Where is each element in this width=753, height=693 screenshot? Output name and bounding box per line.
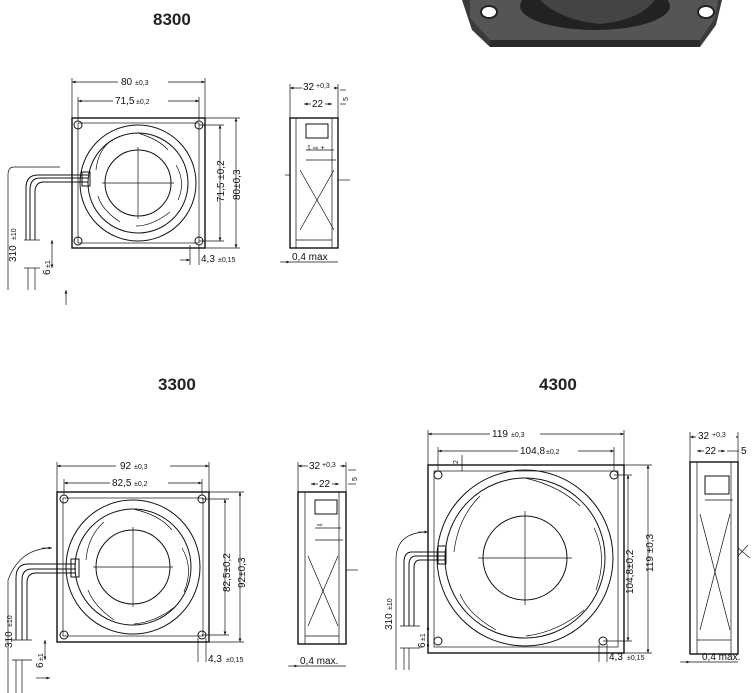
front-view-8300 [7,117,206,290]
dim-8300-vframe: 80±0,3 [232,169,243,200]
dim-3300-frame: 92 [120,461,132,472]
dim-3300-strip: 6 [35,662,46,668]
dim-3300-hub: 22 [319,479,331,490]
dim-4300-holedia: 4,3 [609,652,623,663]
title-3300: 3300 [158,375,196,394]
dim-8300-frame: 80 [121,77,133,88]
dim-8300-lead: 310 [8,245,19,262]
dims-4300: 119 ±0,3 104,8 ±0,2 2 104,8±0,2 119 ±0,3… [384,428,656,663]
dim-4300-vframe: 119 ±0,3 [645,533,656,572]
svg-text:+0,3: +0,3 [322,462,336,469]
dim-4300-vhole: 104,8±0,2 [625,549,636,594]
dim-8300-strip: 6 [42,269,53,275]
dim-4300-hub: 22 [705,446,717,457]
dim-3300-holedia: 4,3 [208,654,222,665]
dim-4300-corner: 2 [453,460,460,464]
dims-3300: 92 ±0,3 82,5 ±0,2 82,5±0,2 92±0,3 4,3 ±0… [4,460,248,680]
svg-text:±0,15: ±0,15 [218,257,236,264]
svg-text:±0,2: ±0,2 [546,449,560,456]
dim-8300-holedia: 4,3 [201,254,215,265]
svg-text:±0,3: ±0,3 [511,432,525,439]
dim-4300-frame: 119 [492,429,508,440]
dim-8300-depth: 32 [303,82,315,93]
side-view-4300: 32 +0,3 22 5 0,4 max. [680,430,751,664]
svg-text:1 ⇨ +: 1 ⇨ + [307,145,325,152]
dim-4300-lead: 310 [384,613,395,630]
title-8300: 8300 [153,10,191,29]
note-4300-max: 0,4 max. [702,652,740,663]
dim-4300-offset: 5 [741,446,747,457]
svg-text:±0,2: ±0,2 [134,481,148,488]
svg-text:±0,2: ±0,2 [136,99,150,106]
title-4300: 4300 [539,375,577,394]
fan-photo [462,0,722,47]
dim-3300-lead: 310 [4,631,15,648]
dim-4300-hole: 104,8 [520,446,545,457]
dim-8300-hub: 22 [312,99,324,110]
svg-text:±0,15: ±0,15 [226,657,244,664]
svg-text:+0,3: +0,3 [316,83,330,90]
svg-text:+0,3: +0,3 [712,432,726,439]
front-view-3300 [7,491,210,693]
note-8300-max: 0,4 max [292,252,328,263]
svg-text:±0,3: ±0,3 [135,80,149,87]
dims-8300: 80 ±0,3 71,5 ±0,2 71,5 ±0,2 80±0,3 4,3 ±… [8,76,243,305]
note-3300-max: 0,4 max. [300,656,338,667]
front-view-4300 [395,464,625,670]
svg-text:±1: ±1 [38,653,45,661]
svg-text:±10: ±10 [7,615,14,627]
dim-3300-depth: 32 [309,461,321,472]
dim-3300-vframe: 92±0,3 [237,557,248,588]
side-view-3300: ⇨ 32 +0,3 22 5 0,4 max. [288,460,359,668]
dim-4300-strip: 6 [417,642,428,648]
dim-3300-vhole: 82,5±0,2 [222,553,233,592]
dim-4300-depth: 32 [698,431,710,442]
dim-8300-hole: 71,5 [115,96,135,107]
dim-8300-vhole: 71,5 ±0,2 [216,160,227,202]
svg-text:±1: ±1 [420,633,427,641]
dim-3300-hole: 82,5 [112,478,132,489]
svg-text:±0,3: ±0,3 [134,464,148,471]
svg-text:⇨: ⇨ [317,522,323,529]
svg-text:±0,15: ±0,15 [627,655,645,662]
dim-3300-offset: 5 [352,477,359,481]
svg-text:±10: ±10 [387,598,394,610]
svg-text:±10: ±10 [11,228,18,240]
svg-text:±1: ±1 [45,260,52,268]
dim-8300-offset: 5 [343,97,350,101]
side-view-8300: 1 ⇨ + 32 +0,3 22 5 0,4 max [280,81,350,264]
